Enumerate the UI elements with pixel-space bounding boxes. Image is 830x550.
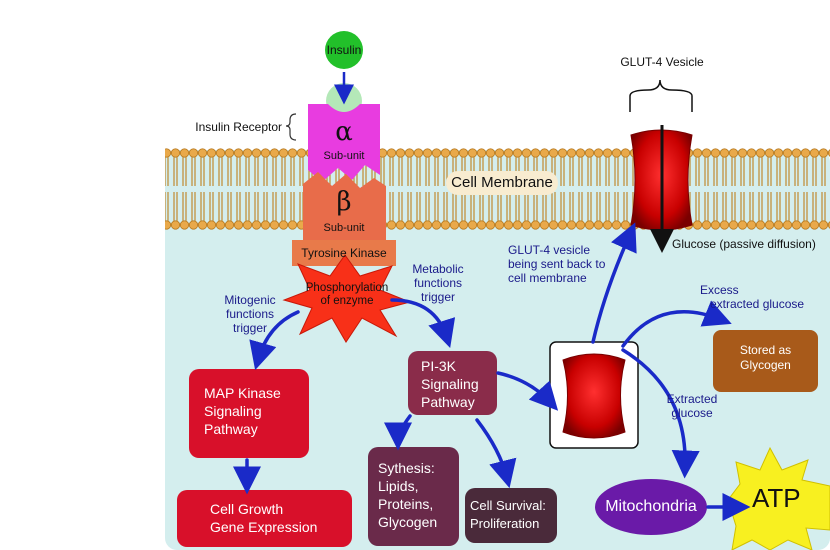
glut4-vesicle-label: GLUT-4 Vesicle <box>620 55 704 69</box>
synthesis-text: Sythesis: Lipids, Proteins, Glycogen <box>378 459 458 531</box>
synthesis-line-2: Lipids, <box>378 478 419 494</box>
phosphorylation-label: Phosphorylation of enzyme <box>300 282 394 308</box>
cell-membrane-label: Cell Membrane <box>451 174 553 191</box>
insulin-receptor-label: Insulin Receptor <box>195 120 282 134</box>
atp-label: ATP <box>752 483 801 513</box>
synthesis-line-1: Sythesis: <box>378 460 435 476</box>
extracted-glucose-label: Extracted glucose <box>662 392 722 420</box>
arrow-to-glut4-vesicle <box>496 371 559 411</box>
beta-subunit <box>303 172 386 240</box>
cell-growth-text: Cell Growth Gene Expression <box>210 500 350 536</box>
phosphorylation-line-2: of enzyme <box>320 295 374 307</box>
glut4-sent-back-line-3: cell membrane <box>508 271 587 285</box>
alpha-subunit-label: Sub-unit <box>323 150 365 162</box>
mitochondria <box>595 479 707 535</box>
arrow-to-glycogen <box>621 300 732 348</box>
arrow-vesicle-to-membrane <box>591 222 637 344</box>
glut4-sent-back-line-2: being sent back to <box>508 257 606 271</box>
phosphorylation-burst <box>282 254 412 343</box>
cell-survival-box <box>465 488 557 543</box>
insulin-molecule <box>325 31 363 69</box>
excess-line-2: extracted glucose <box>710 297 805 311</box>
phosphorylation-line-1: Phosphorylation <box>305 282 389 294</box>
map-kinase-line-1: MAP Kinase <box>204 385 281 401</box>
glut4-sent-back-line-1: GLUT-4 vesicle <box>508 243 591 257</box>
cell-growth-line-1: Cell Growth <box>210 501 284 517</box>
excess-line-1: Excess <box>700 283 739 297</box>
cell-survival-text: Cell Survival: Proliferation <box>470 497 560 533</box>
glucose-diffusion-label: Glucose (passive diffusion) <box>672 237 816 251</box>
pi3k-box <box>408 351 497 415</box>
arrow-to-synthesis <box>384 414 413 451</box>
map-kinase-line-2: Signaling <box>204 403 262 419</box>
mitogenic-label: Mitogenic functions trigger <box>212 293 288 335</box>
pi3k-line-3: Pathway <box>421 394 475 410</box>
excess-glucose-label: Excess extracted glucose <box>700 283 805 311</box>
glut4-vesicle-transporter <box>562 353 626 439</box>
stored-glycogen-line-1: Stored as <box>739 343 792 357</box>
glut4-sent-back-label: GLUT-4 vesicle being sent back to cell m… <box>508 243 618 285</box>
cell-growth-box <box>177 490 352 547</box>
alpha-subunit <box>308 104 380 182</box>
mitogenic-line-1: Mitogenic <box>224 293 276 307</box>
metabolic-line-3: trigger <box>420 290 455 304</box>
arrow-to-pi3k <box>390 298 456 349</box>
insulin-receptor-brace <box>285 113 297 141</box>
metabolic-line-2: functions <box>413 276 463 290</box>
alpha-symbol: α <box>335 117 353 147</box>
extracted-line-1: Extracted <box>666 392 718 406</box>
cell-survival-line-1: Cell Survival: <box>470 498 546 513</box>
mitogenic-line-3: trigger <box>232 321 267 335</box>
mitochondria-label: Mitochondria <box>605 498 697 515</box>
stored-glycogen-line-2: Glycogen <box>740 358 791 372</box>
arrow-to-cell-survival <box>475 418 517 489</box>
glut4-vesicle-brace <box>629 79 693 112</box>
extracted-line-2: glucose <box>671 406 713 420</box>
insulin-label: Insulin <box>326 43 362 57</box>
mitogenic-line-2: functions <box>225 307 275 321</box>
atp-burst <box>727 446 830 550</box>
map-kinase-box <box>189 369 309 458</box>
map-kinase-line-3: Pathway <box>204 421 258 437</box>
arrow-to-mitochondria <box>621 348 700 479</box>
pi3k-line-1: PI-3K <box>421 358 457 374</box>
cell-survival-line-2: Proliferation <box>470 516 540 531</box>
synthesis-line-3: Proteins, <box>378 496 434 512</box>
cell-growth-line-2: Gene Expression <box>210 519 318 535</box>
map-kinase-text: MAP Kinase Signaling Pathway <box>204 384 314 438</box>
stored-glycogen-text: Stored as Glycogen <box>713 343 818 373</box>
metabolic-label: Metabolic functions trigger <box>400 262 476 304</box>
beta-subunit-label: Sub-unit <box>323 222 365 234</box>
pi3k-line-2: Signaling <box>421 376 479 392</box>
synthesis-box <box>368 447 459 546</box>
stored-glycogen-box <box>713 330 818 392</box>
tyrosine-kinase-label: Tyrosine Kinase <box>301 246 387 260</box>
pi3k-text: PI-3K Signaling Pathway <box>421 357 497 411</box>
metabolic-line-1: Metabolic <box>412 262 464 276</box>
synthesis-line-4: Glycogen <box>378 514 438 530</box>
arrow-to-map-kinase <box>249 310 300 371</box>
beta-symbol: β <box>336 187 352 217</box>
cell-membrane-label-bg <box>446 171 558 195</box>
